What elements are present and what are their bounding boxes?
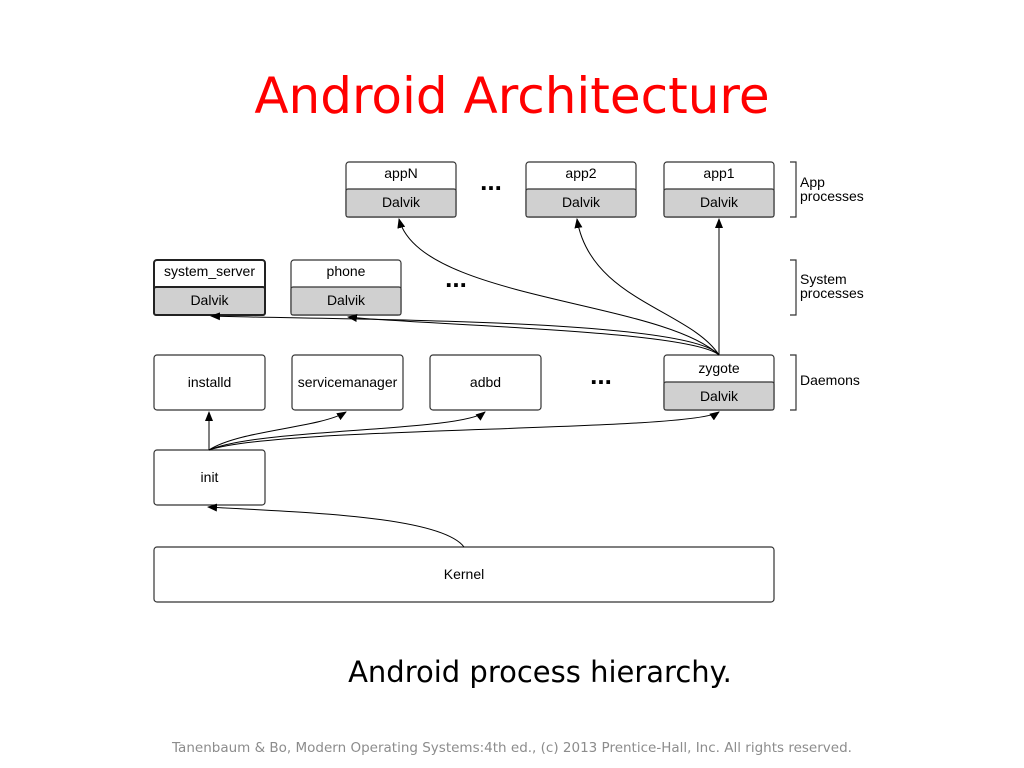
app-node-app1: app1 Dalvik — [663, 161, 775, 218]
app1-runtime-label: Dalvik — [700, 194, 739, 210]
arrow-init-to-zygote — [208, 411, 720, 451]
layer-bracket-app — [790, 161, 797, 218]
system-server-label: system_server — [164, 263, 255, 279]
installd-label: installd — [188, 374, 232, 390]
init-label: init — [201, 469, 219, 485]
system-row-ellipsis: ... — [445, 263, 467, 293]
arrow-init-to-servicemanager — [208, 411, 347, 451]
figure-caption: Android process hierarchy. — [348, 655, 732, 689]
footer-credit: Tanenbaum & Bo, Modern Operating Systems… — [172, 740, 852, 756]
arrow-zygote-to-phone — [347, 314, 720, 356]
daemon-node-installd: installd — [153, 354, 266, 411]
layer-label-app-line2: processes — [800, 188, 864, 204]
zygote-runtime-label: Dalvik — [700, 388, 739, 404]
arrow-kernel-to-init — [207, 503, 465, 548]
layer-label-app-line1: App — [800, 174, 825, 190]
layer-label-system-line2: processes — [800, 285, 864, 301]
arrow-zygote-to-app2 — [574, 218, 720, 356]
adbd-label: adbd — [470, 374, 501, 390]
arrow-zygote-to-system-server — [210, 312, 720, 356]
slide-title: Android Architecture — [254, 67, 770, 125]
layer-bracket-system — [790, 259, 797, 316]
app-node-appN: appN Dalvik — [345, 161, 457, 218]
daemon-node-servicemanager: servicemanager — [291, 354, 404, 411]
appN-label: appN — [384, 165, 417, 181]
kernel-node: Kernel — [153, 546, 775, 603]
layer-bracket-daemons — [790, 354, 797, 411]
layer-label-daemons: Daemons — [800, 372, 860, 388]
layer-label-system: System processes — [800, 271, 864, 301]
zygote-label: zygote — [698, 360, 739, 376]
app-node-app2: app2 Dalvik — [525, 161, 637, 218]
phone-label: phone — [327, 263, 366, 279]
init-node: init — [153, 449, 266, 506]
app1-label: app1 — [703, 165, 734, 181]
app2-label: app2 — [565, 165, 596, 181]
system-node-phone: phone Dalvik — [290, 259, 402, 316]
diagram-arrows — [205, 218, 723, 548]
layer-label-app: App processes — [800, 174, 864, 204]
system-server-runtime-label: Dalvik — [190, 292, 229, 308]
appN-runtime-label: Dalvik — [382, 194, 421, 210]
servicemanager-label: servicemanager — [298, 374, 398, 390]
layer-label-system-line1: System — [800, 271, 847, 287]
kernel-label: Kernel — [444, 566, 484, 582]
daemon-node-zygote: zygote Dalvik — [663, 354, 775, 411]
arrow-init-to-adbd — [208, 411, 486, 451]
daemon-node-adbd: adbd — [429, 354, 542, 411]
system-node-system-server: system_server Dalvik — [153, 259, 266, 316]
phone-runtime-label: Dalvik — [327, 292, 366, 308]
daemon-row-ellipsis: ... — [590, 360, 612, 390]
app-row-ellipsis: ... — [480, 166, 502, 196]
arrow-zygote-to-appN — [397, 218, 720, 356]
app2-runtime-label: Dalvik — [562, 194, 601, 210]
